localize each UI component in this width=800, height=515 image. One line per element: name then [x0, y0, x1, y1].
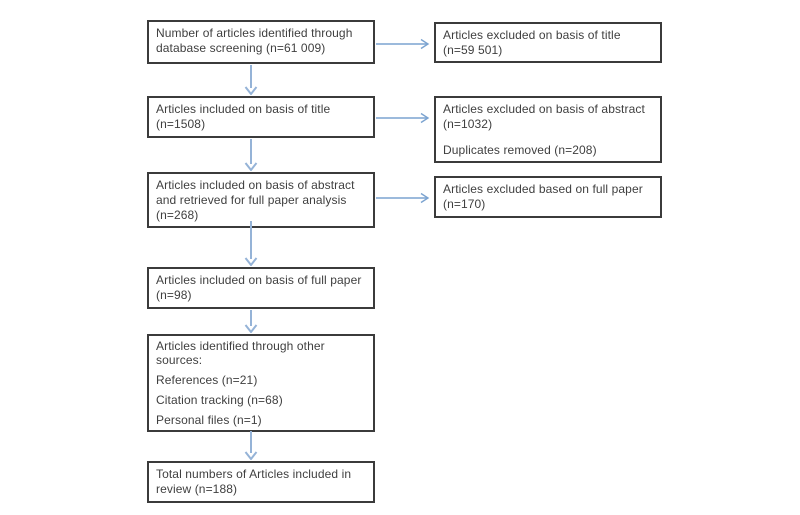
box-text: Articles identified through other source… [156, 339, 325, 367]
box-excluded-abstract: Articles excluded on basis of abstract (… [434, 96, 662, 163]
box-text: References (n=21) [156, 373, 258, 387]
box-excluded-title: Articles excluded on basis of title (n=5… [434, 22, 662, 63]
box-text: Articles included on basis of full paper… [156, 273, 362, 302]
box-text: Number of articles identified through da… [156, 26, 353, 55]
box-text: Articles excluded on basis of abstract (… [443, 102, 645, 131]
box-excluded-full-paper: Articles excluded based on full paper (n… [434, 176, 662, 218]
box-text: Articles included on basis of abstract a… [156, 178, 355, 222]
box-text: Articles excluded on basis of title (n=5… [443, 28, 621, 57]
down-arrow-3 [244, 221, 258, 266]
box-text: Total numbers of Articles included in re… [156, 467, 352, 496]
box-included-abstract: Articles included on basis of abstract a… [147, 172, 375, 228]
box-text: Duplicates removed (n=208) [443, 143, 597, 157]
box-identified: Number of articles identified through da… [147, 20, 375, 64]
box-text: Citation tracking (n=68) [156, 393, 283, 407]
right-arrow-1 [376, 38, 430, 50]
box-text: Articles excluded based on full paper (n… [443, 182, 643, 211]
down-arrow-5 [244, 431, 258, 460]
box-total-included: Total numbers of Articles included in re… [147, 461, 375, 503]
box-included-title: Articles included on basis of title (n=1… [147, 96, 375, 138]
right-arrow-3 [376, 192, 430, 204]
right-arrow-2 [376, 112, 430, 124]
box-other-sources: Articles identified through other source… [147, 334, 375, 432]
down-arrow-4 [244, 310, 258, 333]
down-arrow-2 [244, 139, 258, 171]
down-arrow-1 [244, 65, 258, 95]
box-text: Personal files (n=1) [156, 413, 262, 427]
box-included-full-paper: Articles included on basis of full paper… [147, 267, 375, 309]
box-text: Articles included on basis of title (n=1… [156, 102, 331, 131]
